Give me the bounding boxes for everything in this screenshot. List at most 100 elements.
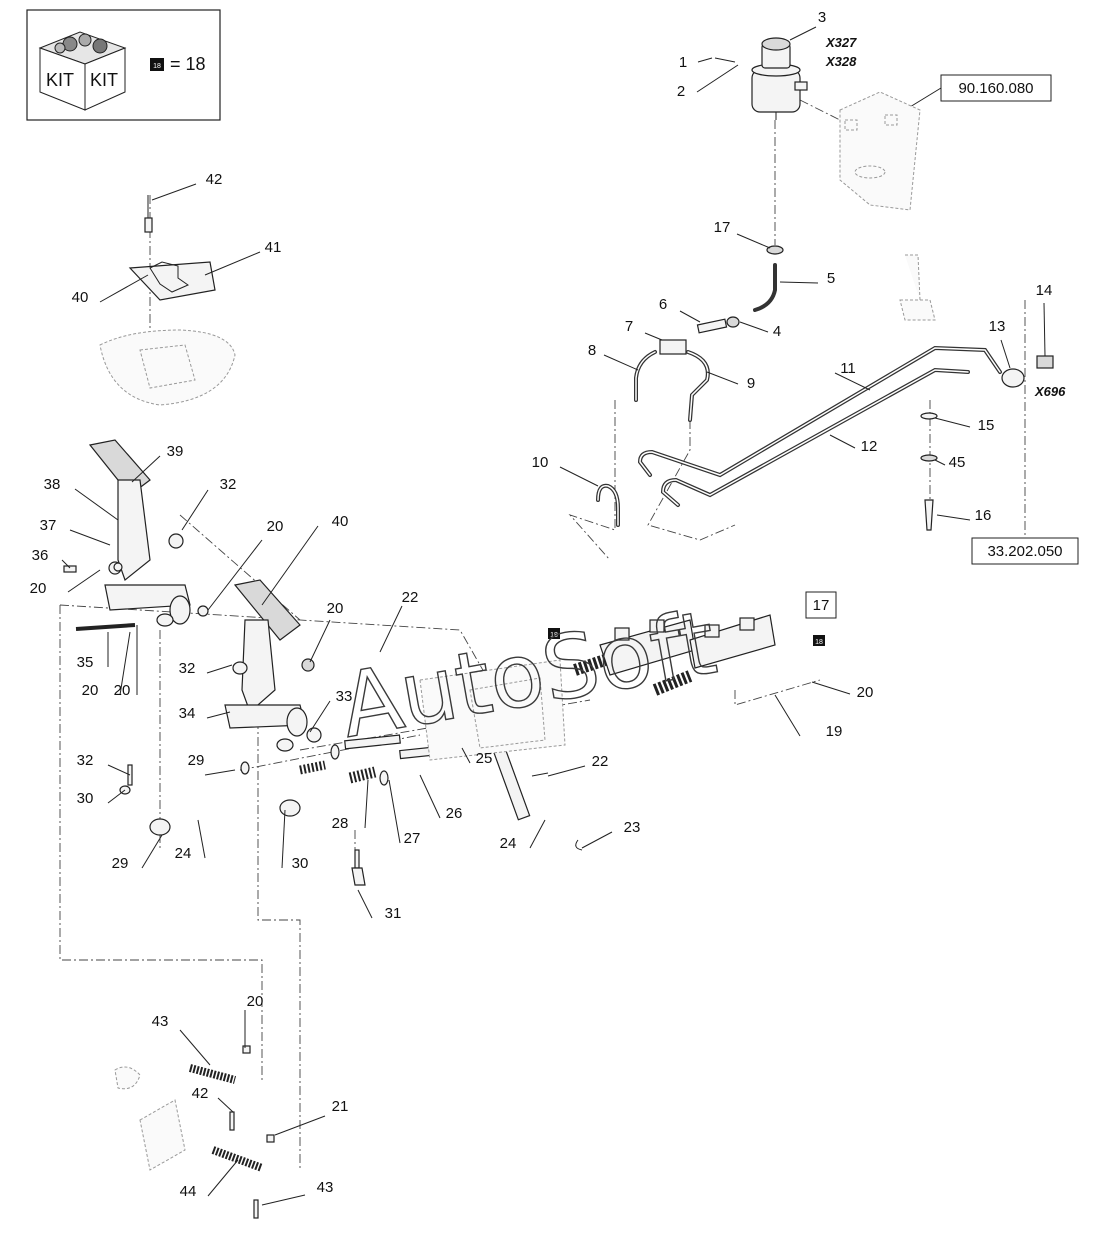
callout-leader	[739, 321, 769, 333]
callout-leader	[1043, 302, 1046, 357]
callout-number-20[interactable]: 20	[30, 580, 47, 597]
callout-number-43[interactable]: 43	[152, 1013, 169, 1030]
callout-number-20[interactable]: 20	[82, 682, 99, 699]
callout-number-36[interactable]: 36	[32, 547, 49, 564]
callout-leader	[206, 664, 233, 674]
callout-leader	[696, 64, 739, 93]
callout-leader	[141, 834, 163, 869]
callout-leader	[309, 700, 331, 733]
callout-number-13[interactable]: 13	[989, 318, 1006, 335]
callout-number-42[interactable]: 42	[192, 1085, 209, 1102]
callout-number-27[interactable]: 27	[404, 830, 421, 847]
callout-number-7[interactable]: 7	[625, 318, 633, 335]
callout-number-3[interactable]: 3	[818, 9, 826, 26]
callout-number-10[interactable]: 10	[532, 454, 549, 471]
callout-number-24[interactable]: 24	[500, 835, 517, 852]
svg-text:18: 18	[550, 632, 558, 639]
callout-leader	[934, 459, 946, 466]
callout-number-8[interactable]: 8	[588, 342, 596, 359]
callout-number-29[interactable]: 29	[112, 855, 129, 872]
callout-number-43[interactable]: 43	[317, 1179, 334, 1196]
reference-box-mid[interactable]: 33.202.050	[971, 537, 1079, 565]
callout-number-9[interactable]: 9	[747, 375, 755, 392]
callout-leader	[679, 310, 701, 323]
callout-number-41[interactable]: 41	[265, 239, 282, 256]
callout-number-42[interactable]: 42	[206, 171, 223, 188]
kit-box-icon: KIT KIT	[38, 31, 127, 111]
callout-leader	[357, 889, 373, 919]
callout-leader	[547, 765, 586, 777]
callout-number-40[interactable]: 40	[332, 513, 349, 530]
callout-number-11[interactable]: 11	[840, 360, 856, 377]
callout-number-29[interactable]: 29	[188, 752, 205, 769]
callout-leader	[419, 774, 441, 819]
callout-number-35[interactable]: 35	[77, 654, 94, 671]
callout-number-21[interactable]: 21	[332, 1098, 349, 1115]
callout-leader	[179, 1029, 211, 1066]
callout-leader	[131, 455, 161, 483]
callout-number-24[interactable]: 24	[175, 845, 192, 862]
callout-number-44[interactable]: 44	[180, 1183, 197, 1200]
callout-number-15[interactable]: 15	[978, 417, 995, 434]
callout-leader	[581, 831, 613, 849]
connector-x327: X327	[825, 35, 857, 50]
callout-number-28[interactable]: 28	[332, 815, 349, 832]
callout-number-6[interactable]: 6	[659, 296, 667, 313]
callout-number-20[interactable]: 20	[327, 600, 344, 617]
callout-number-20[interactable]: 20	[267, 518, 284, 535]
kit-badge-number: 18	[153, 63, 161, 70]
callout-number-20[interactable]: 20	[114, 682, 131, 699]
callout-number-2[interactable]: 2	[677, 83, 685, 100]
callout-number-32[interactable]: 32	[220, 476, 237, 493]
callout-number-1[interactable]: 1	[679, 54, 687, 71]
reference-box-17[interactable]: 17	[805, 591, 837, 619]
callout-number-5[interactable]: 5	[827, 270, 835, 287]
callout-number-34[interactable]: 34	[179, 705, 196, 722]
callout-number-33[interactable]: 33	[336, 688, 353, 705]
callout-number-31[interactable]: 31	[385, 905, 402, 922]
callout-number-32[interactable]: 32	[77, 752, 94, 769]
callout-number-4[interactable]: 4	[773, 323, 781, 340]
callout-number-23[interactable]: 23	[624, 819, 641, 836]
callout-leader	[204, 769, 236, 776]
callout-leader	[151, 183, 197, 201]
callout-leader	[1000, 339, 1011, 369]
callout-number-37[interactable]: 37	[40, 517, 57, 534]
callout-number-39[interactable]: 39	[167, 443, 184, 460]
svg-text:18: 18	[815, 639, 823, 646]
callout-number-17[interactable]: 17	[714, 219, 731, 236]
callout-number-25[interactable]: 25	[476, 750, 493, 767]
callout-number-19[interactable]: 19	[826, 723, 843, 740]
callout-leader	[204, 251, 261, 276]
reference-box-top[interactable]: 90.160.080	[940, 74, 1052, 102]
callout-number-30[interactable]: 30	[292, 855, 309, 872]
callout-leader	[261, 525, 319, 606]
callout-leader	[217, 1097, 234, 1113]
callout-leader	[461, 747, 471, 764]
callout-number-22[interactable]: 22	[592, 753, 609, 770]
callout-number-30[interactable]: 30	[77, 790, 94, 807]
pedal-shaft-assembly	[119, 734, 583, 886]
callout-number-32[interactable]: 32	[179, 660, 196, 677]
callout-number-40[interactable]: 40	[72, 289, 89, 306]
callout-leader	[67, 569, 101, 593]
kit-label-right: KIT	[90, 70, 118, 90]
pedal-pad	[99, 195, 236, 406]
callout-number-26[interactable]: 26	[446, 805, 463, 822]
callout-number-16[interactable]: 16	[975, 507, 992, 524]
callout-number-38[interactable]: 38	[44, 476, 61, 493]
reservoir-screw	[714, 57, 736, 63]
callout-number-14[interactable]: 14	[1036, 282, 1053, 299]
connector-x328: X328	[825, 54, 857, 69]
callout-number-20[interactable]: 20	[857, 684, 874, 701]
callout-leader	[529, 819, 546, 849]
callout-leader	[181, 489, 209, 531]
callout-number-12[interactable]: 12	[861, 438, 878, 455]
callout-leader	[107, 764, 131, 776]
reference-mid-text: 33.202.050	[987, 543, 1062, 560]
callout-number-45[interactable]: 45	[949, 454, 966, 471]
callout-number-22[interactable]: 22	[402, 589, 419, 606]
callout-number-20[interactable]: 20	[247, 993, 264, 1010]
reference-top-text: 90.160.080	[958, 80, 1033, 97]
